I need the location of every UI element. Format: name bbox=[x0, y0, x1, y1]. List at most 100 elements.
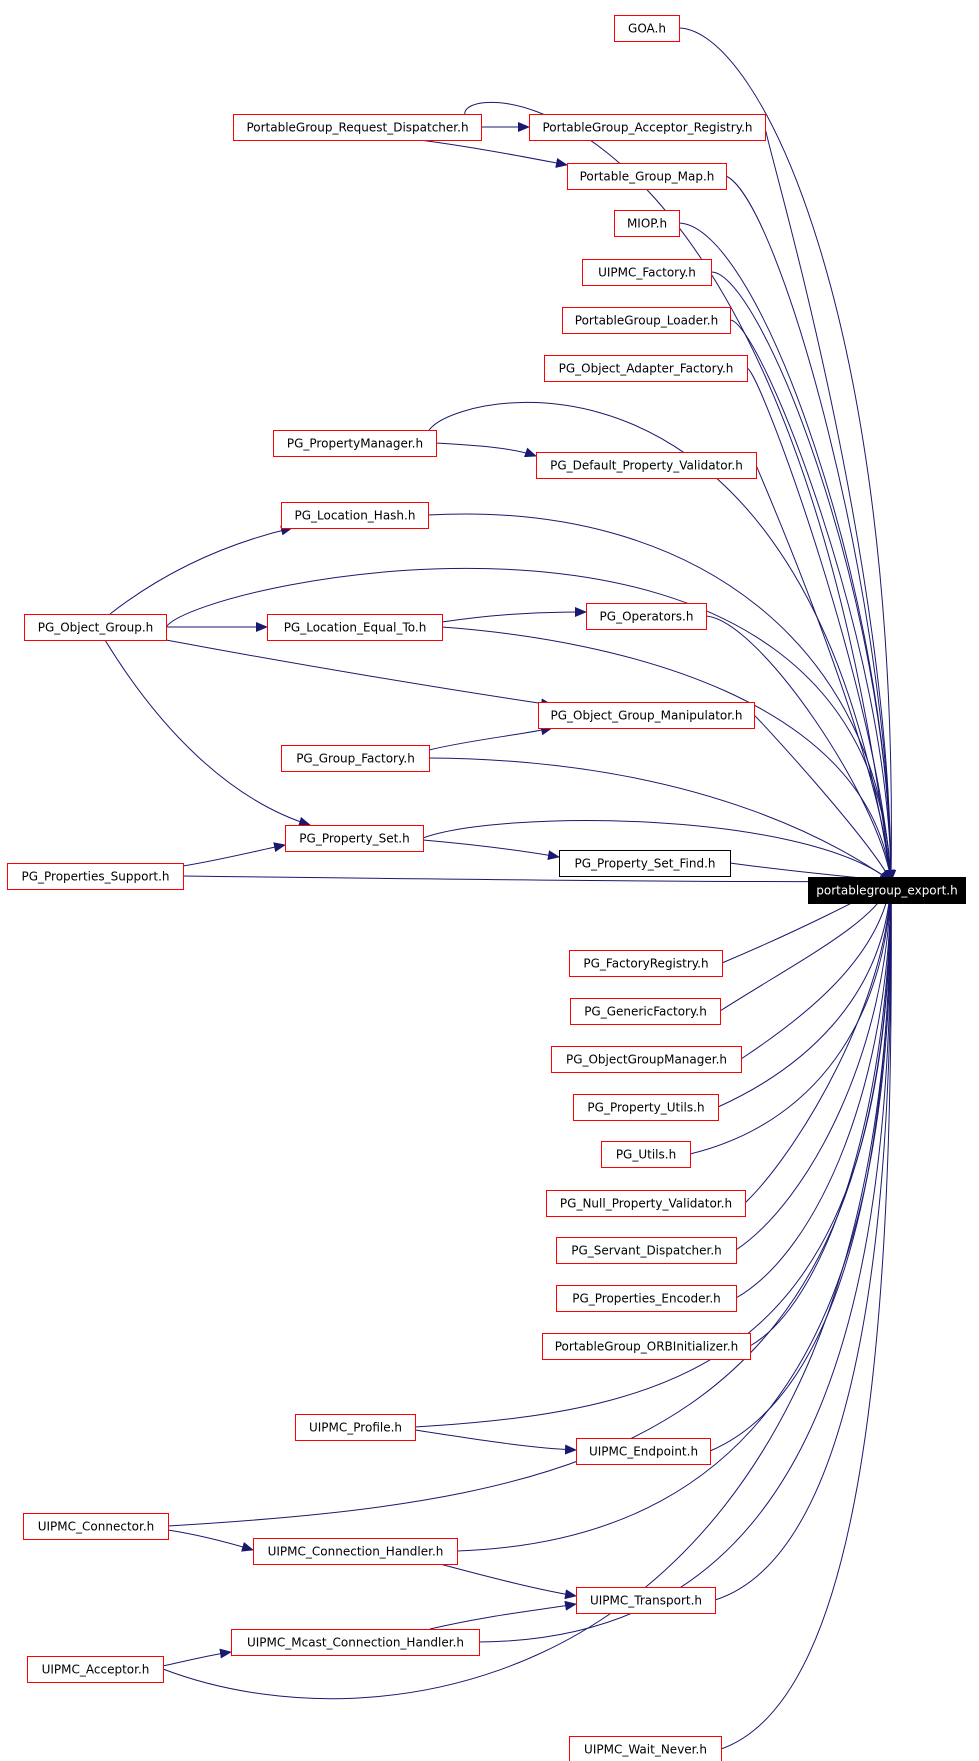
node-pg_factory_registry[interactable]: PG_FactoryRegistry.h bbox=[569, 950, 723, 977]
edge-pg_object_adapter_factory-to-portablegroup_export bbox=[746, 367, 896, 882]
node-pg_orb_initializer[interactable]: PortableGroup_ORBInitializer.h bbox=[542, 1333, 751, 1360]
node-box bbox=[542, 1333, 751, 1360]
node-goa[interactable]: GOA.h bbox=[614, 15, 680, 42]
node-box bbox=[559, 850, 731, 877]
node-box bbox=[614, 210, 680, 237]
edge-uipmc_connection_handler-to-portablegroup_export bbox=[456, 880, 897, 1552]
edge-pg_servant_dispatcher-to-portablegroup_export bbox=[735, 880, 896, 1251]
node-pg_property_utils[interactable]: PG_Property_Utils.h bbox=[573, 1094, 719, 1121]
edge-pg_location_equal_to-to-portablegroup_export bbox=[441, 626, 895, 882]
node-uipmc_mcast_connection_handler[interactable]: UIPMC_Mcast_Connection_Handler.h bbox=[231, 1629, 480, 1656]
edge-pg_orb_initializer-to-portablegroup_export bbox=[749, 880, 896, 1347]
node-uipmc_endpoint[interactable]: UIPMC_Endpoint.h bbox=[576, 1438, 711, 1465]
node-box bbox=[544, 355, 748, 382]
node-pg_utils[interactable]: PG_Utils.h bbox=[601, 1141, 691, 1168]
node-pg_object_group_manipulator[interactable]: PG_Object_Group_Manipulator.h bbox=[538, 702, 755, 729]
node-pg_object_group[interactable]: PG_Object_Group.h bbox=[24, 614, 167, 641]
node-label: UIPMC_Connector.h bbox=[38, 1520, 155, 1534]
node-pg_property_manager[interactable]: PG_PropertyManager.h bbox=[273, 430, 437, 457]
edge-pg_default_property_validator-to-portablegroup_export bbox=[755, 464, 896, 882]
node-box bbox=[281, 745, 430, 772]
node-box bbox=[586, 603, 707, 630]
edge-uipmc_transport-to-portablegroup_export bbox=[714, 880, 897, 1601]
node-box bbox=[569, 950, 723, 977]
node-box bbox=[576, 1587, 716, 1614]
node-box bbox=[281, 502, 429, 529]
node-box bbox=[27, 1656, 164, 1683]
node-label: UIPMC_Wait_Never.h bbox=[584, 1743, 707, 1757]
node-pg_request_dispatcher[interactable]: PortableGroup_Request_Dispatcher.h bbox=[233, 114, 482, 141]
node-pg_property_set[interactable]: PG_Property_Set.h bbox=[285, 825, 424, 852]
node-pg_operators[interactable]: PG_Operators.h bbox=[586, 603, 707, 630]
node-uipmc_acceptor[interactable]: UIPMC_Acceptor.h bbox=[27, 1656, 164, 1683]
node-pg_properties_support[interactable]: PG_Properties_Support.h bbox=[7, 863, 184, 890]
node-uipmc_connection_handler[interactable]: UIPMC_Connection_Handler.h bbox=[253, 1538, 458, 1565]
edge-pg_property_set-to-portablegroup_export bbox=[422, 820, 892, 882]
edge-pg_null_property_validator-to-portablegroup_export bbox=[744, 880, 896, 1204]
node-box bbox=[7, 863, 184, 890]
edge-pg_acceptor_registry-to-portablegroup_export bbox=[764, 126, 896, 882]
node-box bbox=[556, 1285, 737, 1312]
node-label: PG_Property_Utils.h bbox=[587, 1101, 704, 1115]
edge-pg_property_manager-to-portablegroup_export bbox=[426, 402, 895, 882]
node-box bbox=[576, 1438, 711, 1465]
edge-uipmc_acceptor-to-portablegroup_export bbox=[162, 880, 897, 1700]
node-pg_object_group_manager[interactable]: PG_ObjectGroupManager.h bbox=[551, 1046, 742, 1073]
edge-pg_request_dispatcher-to-portable_group_map bbox=[419, 139, 568, 168]
node-uipmc_transport[interactable]: UIPMC_Transport.h bbox=[576, 1587, 716, 1614]
node-pg_properties_encoder[interactable]: PG_Properties_Encoder.h bbox=[556, 1285, 737, 1312]
node-pg_property_set_find[interactable]: PG_Property_Set_Find.h bbox=[559, 850, 731, 877]
node-box bbox=[267, 614, 443, 641]
edge-pg_properties_encoder-to-portablegroup_export bbox=[735, 880, 896, 1299]
node-miop[interactable]: MIOP.h bbox=[614, 210, 680, 237]
node-label: PG_Location_Hash.h bbox=[295, 509, 416, 523]
edge-uipmc_profile-to-uipmc_endpoint bbox=[414, 1429, 577, 1455]
node-label: PG_Property_Set.h bbox=[299, 832, 409, 846]
node-uipmc_profile[interactable]: UIPMC_Profile.h bbox=[295, 1414, 416, 1441]
edge-uipmc_mcast_connection_handler-to-uipmc_transport bbox=[429, 1600, 577, 1630]
edge-uipmc_connector-to-portablegroup_export bbox=[167, 880, 896, 1527]
node-uipmc_connector[interactable]: UIPMC_Connector.h bbox=[23, 1513, 169, 1540]
node-pg_location_hash[interactable]: PG_Location_Hash.h bbox=[281, 502, 429, 529]
node-box bbox=[582, 259, 712, 286]
edge-pg_object_group-to-pg_property_set bbox=[104, 639, 311, 827]
node-pg_acceptor_registry[interactable]: PortableGroup_Acceptor_Registry.h bbox=[529, 114, 766, 141]
edge-pg_object_group-to-pg_object_group_manipulator bbox=[165, 639, 553, 709]
edge-pg_operators-to-portablegroup_export bbox=[705, 615, 895, 882]
node-label: UIPMC_Endpoint.h bbox=[589, 1445, 698, 1459]
node-label: PG_Group_Factory.h bbox=[296, 752, 415, 766]
node-label: PG_FactoryRegistry.h bbox=[583, 957, 708, 971]
node-box bbox=[569, 1736, 722, 1761]
node-label: UIPMC_Mcast_Connection_Handler.h bbox=[247, 1636, 464, 1650]
node-pg_generic_factory[interactable]: PG_GenericFactory.h bbox=[570, 998, 721, 1025]
node-pg_object_adapter_factory[interactable]: PG_Object_Adapter_Factory.h bbox=[544, 355, 748, 382]
node-box bbox=[570, 998, 721, 1025]
node-pg_group_factory[interactable]: PG_Group_Factory.h bbox=[281, 745, 430, 772]
node-box bbox=[23, 1513, 169, 1540]
node-label: GOA.h bbox=[628, 22, 666, 36]
node-pg_default_property_validator[interactable]: PG_Default_Property_Validator.h bbox=[536, 452, 757, 479]
node-pg_location_equal_to[interactable]: PG_Location_Equal_To.h bbox=[267, 614, 443, 641]
node-box bbox=[562, 307, 731, 334]
node-portable_group_map[interactable]: Portable_Group_Map.h bbox=[567, 163, 727, 190]
edge-pg_loader-to-portablegroup_export bbox=[729, 319, 896, 882]
node-label: PG_Location_Equal_To.h bbox=[284, 621, 427, 635]
node-uipmc_wait_never[interactable]: UIPMC_Wait_Never.h bbox=[569, 1736, 722, 1761]
edge-uipmc_factory-to-portablegroup_export bbox=[710, 271, 896, 882]
node-label: PG_GenericFactory.h bbox=[584, 1005, 707, 1019]
edge-pg_object_group_manipulator-to-portablegroup_export bbox=[753, 714, 892, 882]
node-label: PG_Servant_Dispatcher.h bbox=[571, 1244, 722, 1258]
node-box bbox=[601, 1141, 691, 1168]
node-portablegroup_export[interactable]: portablegroup_export.h bbox=[808, 877, 966, 904]
node-uipmc_factory[interactable]: UIPMC_Factory.h bbox=[582, 259, 712, 286]
node-pg_null_property_validator[interactable]: PG_Null_Property_Validator.h bbox=[546, 1190, 746, 1217]
node-box bbox=[538, 702, 755, 729]
node-box bbox=[567, 163, 727, 190]
node-pg_servant_dispatcher[interactable]: PG_Servant_Dispatcher.h bbox=[556, 1237, 737, 1264]
node-label: PortableGroup_Acceptor_Registry.h bbox=[542, 121, 752, 135]
edge-pg_properties_support-to-portablegroup_export bbox=[182, 875, 892, 887]
node-pg_loader[interactable]: PortableGroup_Loader.h bbox=[562, 307, 731, 334]
edge-pg_location_hash-to-portablegroup_export bbox=[427, 513, 896, 882]
edge-portable_group_map-to-portablegroup_export bbox=[725, 175, 896, 882]
